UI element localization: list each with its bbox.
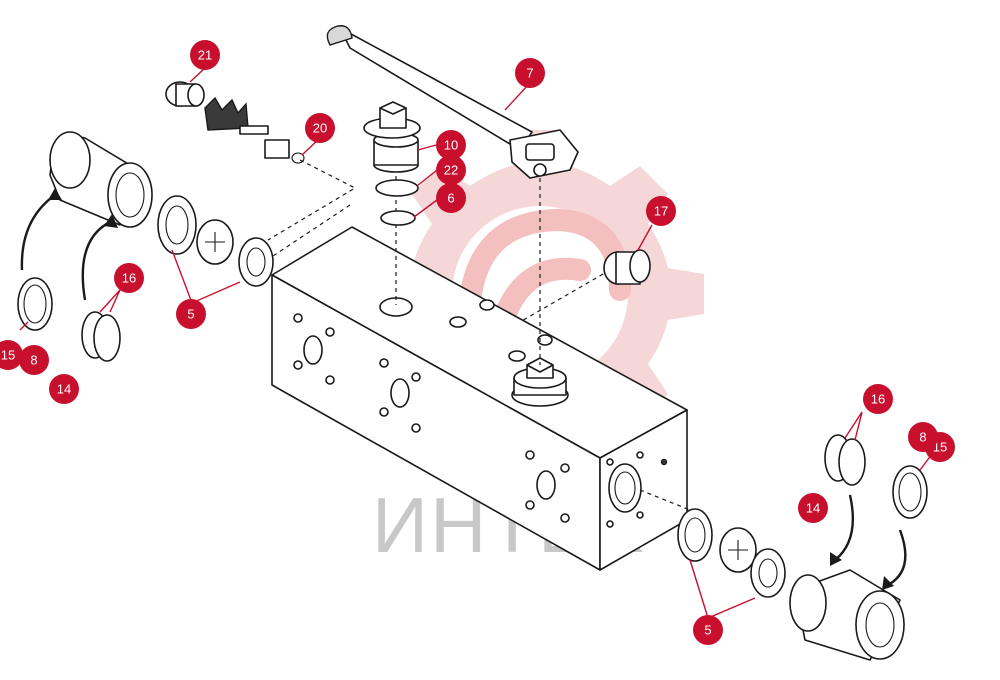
svg-text:8: 8 bbox=[919, 430, 926, 445]
svg-text:15: 15 bbox=[1, 348, 15, 363]
callout-20: 20 bbox=[305, 113, 335, 143]
callout-22: 22 bbox=[436, 155, 466, 185]
callout-14-right: 14 bbox=[798, 493, 828, 523]
callout-5-left: 5 bbox=[176, 299, 206, 329]
svg-text:5: 5 bbox=[704, 623, 711, 638]
callout-8-right: 8 bbox=[908, 422, 938, 452]
leader-lines bbox=[19, 67, 936, 619]
callout-16-right: 16 bbox=[863, 384, 893, 414]
stem-assembly bbox=[363, 101, 421, 226]
left-seat-group bbox=[17, 131, 274, 362]
handle-lever bbox=[326, 25, 579, 179]
svg-text:16: 16 bbox=[871, 392, 885, 407]
callout-14-left: 14 bbox=[49, 374, 79, 404]
callout-15-left: 15 bbox=[0, 340, 23, 370]
stem-installed bbox=[511, 357, 569, 407]
callout-6: 6 bbox=[436, 183, 466, 213]
manifold-block bbox=[271, 226, 688, 571]
svg-text:6: 6 bbox=[447, 191, 454, 206]
svg-text:20: 20 bbox=[313, 121, 327, 136]
svg-text:7: 7 bbox=[526, 66, 533, 81]
callout-21: 21 bbox=[190, 40, 220, 70]
callout-5-right: 5 bbox=[693, 615, 723, 645]
right-seat-group bbox=[677, 434, 928, 661]
callout-16-left: 16 bbox=[114, 263, 144, 293]
svg-text:5: 5 bbox=[187, 307, 194, 322]
svg-text:22: 22 bbox=[444, 163, 458, 178]
svg-text:17: 17 bbox=[654, 204, 668, 219]
assembly-lines bbox=[267, 120, 691, 511]
callout-17: 17 bbox=[646, 196, 676, 226]
svg-text:16: 16 bbox=[122, 271, 136, 286]
svg-text:21: 21 bbox=[198, 48, 212, 63]
svg-text:14: 14 bbox=[57, 382, 71, 397]
callout-8-left: 8 bbox=[19, 345, 49, 375]
svg-text:10: 10 bbox=[444, 138, 458, 153]
callout-10: 10 bbox=[436, 130, 466, 160]
svg-text:14: 14 bbox=[806, 501, 820, 516]
plug-and-spring bbox=[165, 81, 305, 164]
side-plug bbox=[603, 249, 651, 285]
callout-7: 7 bbox=[515, 58, 545, 88]
svg-text:8: 8 bbox=[30, 353, 37, 368]
